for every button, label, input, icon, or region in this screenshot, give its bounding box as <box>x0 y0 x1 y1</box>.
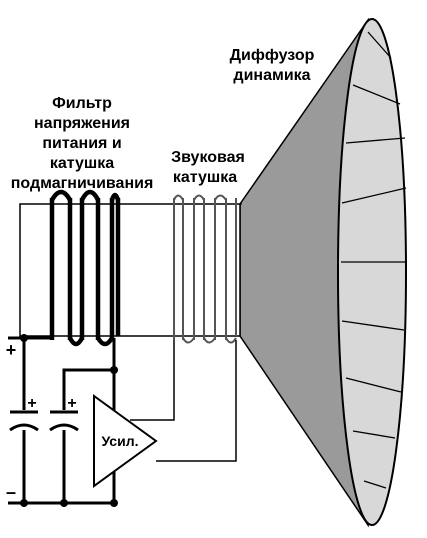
cone-mouth <box>337 18 407 526</box>
voice-coil-label-line2: катушка <box>173 169 237 186</box>
filter-label-line1: Фильтр <box>52 95 112 112</box>
amplifier <box>93 394 158 488</box>
capacitor-1-plus-label: + <box>27 395 36 412</box>
capacitor-2 <box>49 410 79 432</box>
field-coil <box>49 189 121 347</box>
voice-coil <box>173 194 237 344</box>
labels: Диффузор динамика Фильтр напряжения пита… <box>6 47 315 502</box>
filter-label-line4: катушка <box>50 155 114 172</box>
diffuser-label-line1: Диффузор <box>230 47 315 64</box>
filter-label-line2: напряжения <box>34 115 130 132</box>
filter-label-line3: питания и <box>42 135 121 152</box>
cone-ribs <box>341 31 407 489</box>
speaker-cone <box>239 17 407 528</box>
voice-coil-label-line1: Звуковая <box>171 149 245 166</box>
capacitor-2-plus-label: + <box>67 395 76 412</box>
filter-label-line5: подмагничивания <box>11 175 154 192</box>
amplifier-triangle <box>93 394 158 488</box>
minus-terminal-label: – <box>6 482 16 502</box>
capacitor-1 <box>9 410 39 432</box>
signal-wiring <box>130 340 237 462</box>
junction-dots <box>20 334 118 507</box>
diffuser-label-line2: динамика <box>233 67 310 84</box>
plus-terminal-label: + <box>6 340 17 360</box>
amplifier-label: Усил. <box>101 433 138 449</box>
